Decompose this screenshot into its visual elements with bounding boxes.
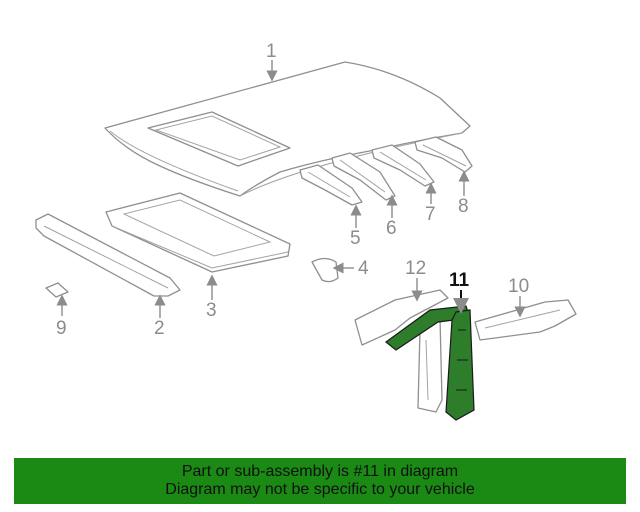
parts-diagram: 1 2 3 4 5 6 7 8 9 10 11 12 [35, 41, 577, 421]
info-banner: Part or sub-assembly is #11 in diagram D… [14, 458, 626, 504]
callout-3: 3 [206, 300, 217, 321]
pad-part[interactable] [45, 282, 69, 298]
front-header-part[interactable] [35, 213, 181, 297]
roof-bow-5-part[interactable] [299, 164, 363, 206]
callout-8: 8 [458, 196, 469, 217]
banner-line-2: Diagram may not be specific to your vehi… [165, 481, 475, 498]
bracket-part[interactable] [311, 257, 339, 283]
callout-5: 5 [350, 228, 361, 249]
callout-6: 6 [386, 218, 397, 239]
callout-4: 4 [358, 258, 369, 279]
callout-9: 9 [56, 318, 67, 339]
callout-11: 11 [449, 270, 470, 291]
callout-2: 2 [154, 318, 165, 339]
callout-10: 10 [508, 276, 529, 297]
roof-bow-8-part[interactable] [414, 136, 473, 173]
callout-1: 1 [266, 41, 277, 62]
sunroof-housing-part[interactable] [105, 192, 291, 273]
callout-7: 7 [425, 204, 436, 225]
roof-panel-part[interactable] [104, 61, 471, 197]
rear-side-trim-part[interactable] [474, 299, 577, 341]
callout-12: 12 [405, 258, 426, 279]
banner-line-1: Part or sub-assembly is #11 in diagram [181, 463, 459, 480]
roof-side-rail-part[interactable] [354, 289, 449, 413]
highlighted-part-11[interactable] [385, 305, 475, 421]
